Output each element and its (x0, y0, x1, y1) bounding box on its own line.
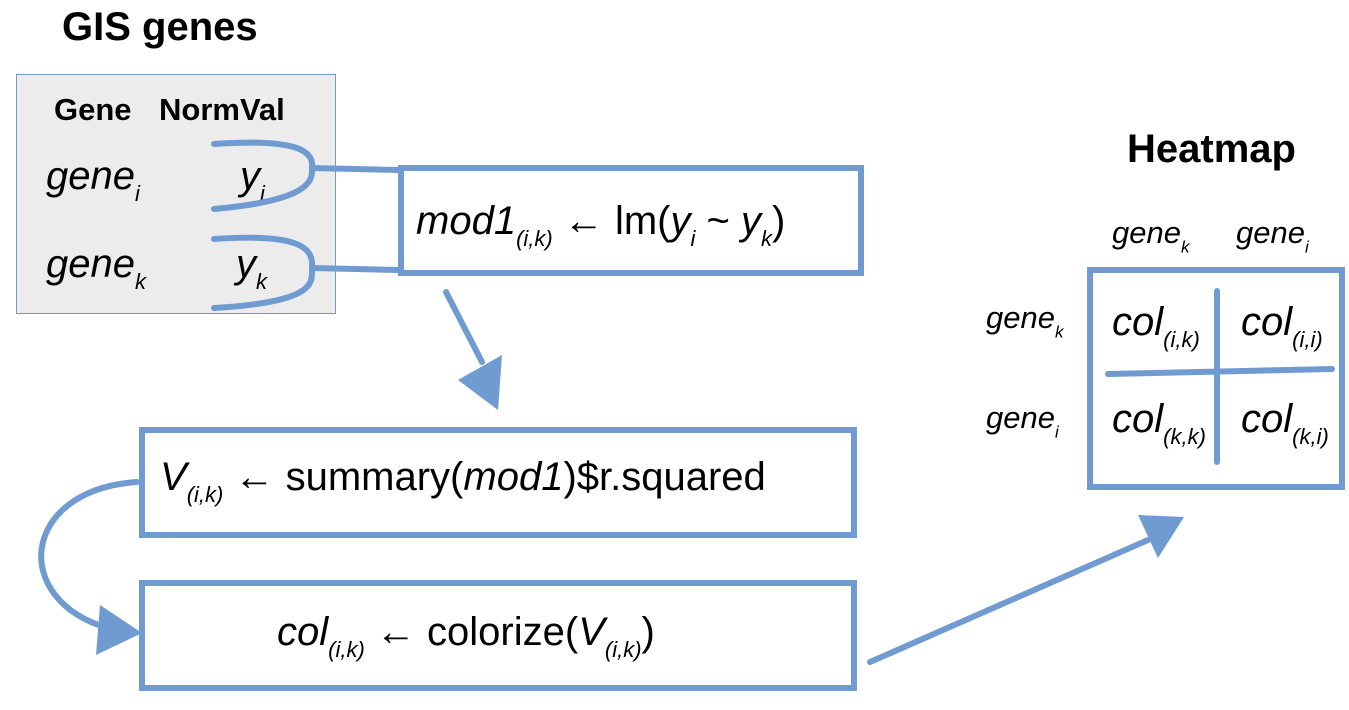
gene-column-header: Gene (54, 92, 132, 127)
y-k: y (741, 199, 761, 243)
heatmap-cell-1-1: col(i,k) (1112, 300, 1200, 353)
cell-subscript: (k,k) (1163, 424, 1206, 450)
lm-function: lm( (614, 199, 671, 243)
y-i: y (670, 199, 691, 243)
cell-text: col (1112, 397, 1164, 441)
heatmap-col-header-k: genek (1112, 215, 1189, 257)
heatmap-cell-1-2: col(i,i) (1241, 300, 1323, 353)
heatmap-horizontal-divider (1105, 366, 1335, 377)
arrowhead-v-to-col (96, 605, 142, 655)
value-subscript: i (260, 181, 265, 207)
arrowhead-col-to-heatmap (1138, 515, 1184, 558)
connector-y-k (309, 265, 401, 273)
header-text: gene (1236, 215, 1305, 250)
arrow-col-to-heatmap (867, 537, 1151, 665)
gis-genes-table (16, 74, 336, 314)
gene-label: gene (46, 154, 135, 198)
header-subscript: i (1054, 422, 1059, 442)
colorize-box (139, 580, 857, 691)
arrowhead-mod1-to-v (458, 355, 502, 410)
r-squared-formula: V(i,k) ← summary(mod1)$r.squared (160, 455, 766, 508)
close-paren: ) (641, 610, 655, 654)
mod1-formula: mod1(i,k) ← lm(yi ~ yk) (416, 199, 785, 252)
assign-arrow: ← (234, 455, 275, 499)
cell-subscript: (k,i) (1292, 424, 1329, 450)
mod1-arg: mod1 (463, 455, 564, 499)
tilde: ~ (706, 199, 730, 243)
header-text: gene (1112, 215, 1181, 250)
r-squared-box (139, 427, 857, 538)
heatmap-row-header-k: genek (986, 300, 1063, 342)
gene-subscript: i (134, 181, 140, 207)
gis-genes-title: GIS genes (62, 5, 258, 49)
connector-y-i (309, 165, 401, 173)
cell-subscript: (i,k) (1163, 327, 1200, 353)
gene-subscript: k (134, 269, 146, 295)
heatmap-cell-2-1: col(k,k) (1112, 397, 1206, 450)
mod1-subscript: (i,k) (516, 226, 553, 252)
heatmap-title: Heatmap (1127, 127, 1296, 171)
arrow-v-to-col (38, 479, 140, 631)
arrow-mod1-to-v (443, 289, 485, 365)
r-squared-accessor: )$r.squared (563, 455, 766, 499)
mod1-name: mod1 (416, 199, 517, 243)
col-name: col (277, 610, 329, 654)
normval-column-header: NormVal (159, 92, 285, 127)
y-i-subscript: i (690, 226, 696, 252)
header-text: gene (986, 300, 1055, 335)
assign-arrow: ← (563, 199, 604, 243)
cell-text: col (1241, 300, 1293, 344)
assign-arrow: ← (375, 610, 416, 654)
y-k-subscript: k (761, 226, 772, 252)
v-arg: V (578, 610, 605, 654)
table-row-y-k: yk (236, 242, 267, 295)
close-paren: ) (772, 199, 786, 243)
table-row-y-i: yi (240, 154, 265, 207)
cell-subscript: (i,i) (1292, 327, 1323, 353)
cell-text: col (1112, 300, 1164, 344)
colorize-formula: col(i,k) ← colorize(V(i,k)) (277, 610, 655, 663)
mod1-box (398, 165, 864, 276)
header-text: gene (986, 400, 1055, 435)
summary-function: summary( (285, 455, 464, 499)
brace-y-i (211, 139, 316, 212)
heatmap-col-header-i: genei (1236, 215, 1309, 257)
table-row-gene-k: genek (46, 242, 146, 295)
value-subscript: k (256, 269, 267, 295)
v-arg-subscript: (i,k) (604, 637, 642, 663)
table-row-gene-i: genei (46, 154, 140, 207)
header-subscript: i (1304, 237, 1309, 257)
value-label: y (240, 154, 260, 198)
heatmap-cell-2-2: col(k,i) (1241, 397, 1329, 450)
heatmap-row-header-i: genei (986, 400, 1059, 442)
gene-label: gene (46, 242, 135, 286)
cell-text: col (1241, 397, 1293, 441)
header-subscript: k (1054, 322, 1064, 342)
col-subscript: (i,k) (328, 637, 365, 663)
value-label: y (236, 242, 256, 286)
colorize-function: colorize( (427, 610, 579, 654)
header-subscript: k (1180, 237, 1190, 257)
v-name: V (160, 455, 187, 499)
v-subscript: (i,k) (186, 482, 224, 508)
brace-y-k (211, 234, 316, 311)
